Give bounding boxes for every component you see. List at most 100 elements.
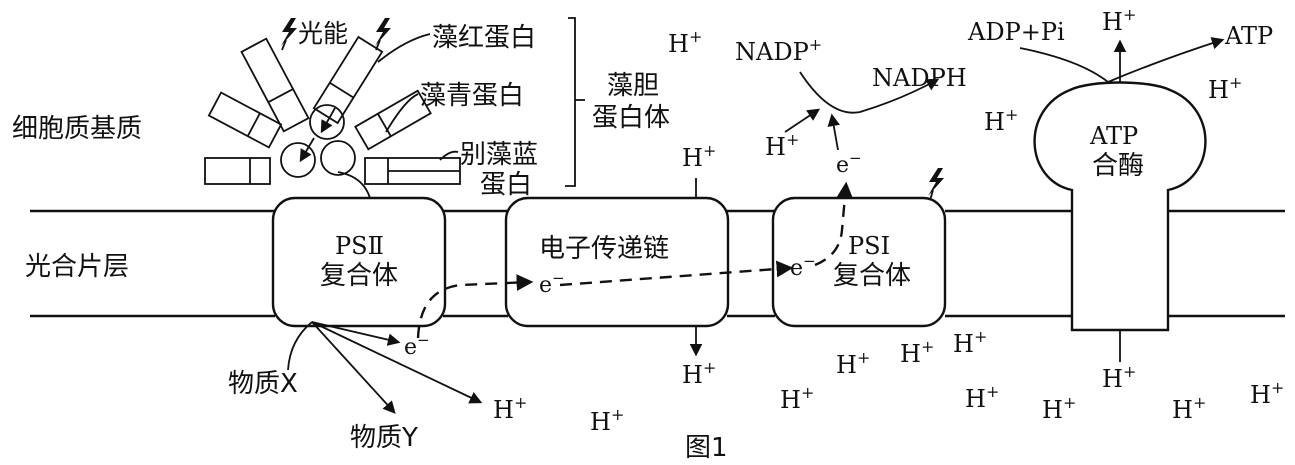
psii-label-2: 复合体 bbox=[320, 261, 398, 291]
psii-label-1: PSⅡ bbox=[335, 232, 384, 260]
electron-transport-chain: 电子传递链 bbox=[504, 196, 730, 328]
proton-plus: + bbox=[1005, 105, 1018, 124]
nadp-label: NADP bbox=[735, 38, 809, 66]
svg-text:H+: H+ bbox=[1102, 5, 1136, 36]
figure-caption: 图1 bbox=[685, 433, 728, 463]
proton-label: H bbox=[1102, 365, 1123, 393]
svg-text:H+: H+ bbox=[590, 405, 624, 436]
psi-label-1: PSⅠ bbox=[848, 232, 890, 260]
allophycocyanin-label-2: 蛋白 bbox=[480, 170, 532, 200]
phycoerythrin-label: 藻红蛋白 bbox=[432, 23, 536, 53]
nadph-label: NADPH bbox=[872, 64, 967, 92]
phycobilisome bbox=[204, 35, 461, 213]
phycobilisome-label-1: 藻胆 bbox=[607, 71, 659, 101]
stroma-label: 细胞质基质 bbox=[12, 114, 142, 144]
proton-plus: + bbox=[986, 382, 999, 401]
svg-text:H+: H+ bbox=[1172, 393, 1206, 424]
svg-text:H+: H+ bbox=[493, 393, 527, 424]
proton-label: H bbox=[493, 396, 514, 424]
proton-plus: + bbox=[786, 130, 799, 149]
svg-text:H+: H+ bbox=[682, 358, 716, 389]
svg-text:H+: H+ bbox=[1042, 393, 1076, 424]
proton-label: H bbox=[953, 330, 974, 358]
proton-label: H bbox=[836, 351, 857, 379]
proton-plus: + bbox=[689, 27, 702, 46]
svg-text:H+: H+ bbox=[984, 105, 1018, 136]
proton-label: H bbox=[900, 340, 921, 368]
electron-minus: − bbox=[417, 331, 430, 349]
svg-text:H+: H+ bbox=[900, 337, 934, 368]
psi-label-2: 复合体 bbox=[833, 261, 911, 291]
svg-text:H+: H+ bbox=[965, 382, 999, 413]
svg-text:H+: H+ bbox=[668, 27, 702, 58]
phycocyanin-label: 藻青蛋白 bbox=[420, 81, 524, 111]
proton-label: H bbox=[682, 144, 703, 172]
electron-label: e bbox=[836, 153, 849, 178]
lightning-icon bbox=[375, 18, 391, 51]
proton-label: H bbox=[1250, 381, 1271, 409]
psii-complex: PSⅡ 复合体 bbox=[271, 196, 447, 328]
proton-plus: + bbox=[857, 348, 870, 367]
proton-plus: + bbox=[703, 141, 716, 160]
substance-y-label: 物质Y bbox=[350, 423, 418, 453]
electron-minus: − bbox=[803, 252, 816, 270]
atp-synthase: ATP 合酶 bbox=[1019, 37, 1225, 362]
proton-plus: + bbox=[703, 358, 716, 377]
atp-synthase-label-1: ATP bbox=[1089, 122, 1138, 150]
proton-plus: + bbox=[1271, 378, 1284, 397]
proton-label: H bbox=[984, 108, 1005, 136]
svg-text:H+: H+ bbox=[765, 130, 799, 161]
proton-label: H bbox=[1042, 396, 1063, 424]
proton-label: H bbox=[1102, 8, 1123, 36]
lightning-icon bbox=[281, 18, 297, 51]
proton-plus: + bbox=[1123, 362, 1136, 381]
allophycocyanin-label-1: 别藻蓝 bbox=[460, 140, 538, 170]
atp-synthase-label-2: 合酶 bbox=[1092, 151, 1144, 181]
proton-label: H bbox=[1208, 76, 1229, 104]
proton-label: H bbox=[1172, 396, 1193, 424]
svg-text:H+: H+ bbox=[780, 383, 814, 414]
svg-text:NADP+: NADP+ bbox=[735, 35, 822, 66]
phycobilisome-label-2: 蛋白体 bbox=[592, 103, 670, 133]
proton-label: H bbox=[682, 361, 703, 389]
nadp-plus: + bbox=[809, 35, 822, 54]
proton-label: H bbox=[765, 133, 786, 161]
svg-text:e−: e− bbox=[404, 331, 430, 360]
proton-label: H bbox=[668, 30, 689, 58]
atp-label: ATP bbox=[1224, 22, 1273, 50]
svg-text:H+: H+ bbox=[953, 327, 987, 358]
svg-text:H+: H+ bbox=[836, 348, 870, 379]
svg-text:e−: e− bbox=[836, 149, 862, 178]
proton-label: H bbox=[780, 386, 801, 414]
svg-text:e−: e− bbox=[790, 252, 816, 281]
electron-minus: − bbox=[849, 149, 862, 167]
proton-plus: + bbox=[1193, 393, 1206, 412]
electron-label: e bbox=[539, 273, 552, 298]
proton-plus: + bbox=[514, 393, 527, 412]
proton-label: H bbox=[590, 408, 611, 436]
protons: H+ H+ H+ H+ H+ H+ H+ H+ H+ H+ H+ H+ H+ H… bbox=[493, 5, 1284, 436]
electron-minus: − bbox=[552, 269, 565, 287]
substance-x-label: 物质X bbox=[228, 369, 298, 399]
proton-plus: + bbox=[921, 337, 934, 356]
electron-label: e bbox=[790, 256, 803, 281]
svg-text:H+: H+ bbox=[1250, 378, 1284, 409]
proton-plus: + bbox=[1229, 73, 1242, 92]
proton-plus: + bbox=[1063, 393, 1076, 412]
electron-label: e bbox=[404, 335, 417, 360]
proton-plus: + bbox=[801, 383, 814, 402]
proton-plus: + bbox=[1123, 5, 1136, 24]
svg-text:e−: e− bbox=[539, 269, 565, 298]
svg-text:H+: H+ bbox=[1102, 362, 1136, 393]
thylakoid-membrane bbox=[30, 209, 1285, 318]
etc-label: 电子传递链 bbox=[539, 234, 669, 264]
adp-pi-label: ADP+Pi bbox=[967, 18, 1065, 46]
proton-label: H bbox=[965, 385, 986, 413]
light-energy-label: 光能 bbox=[298, 19, 348, 48]
psi-complex: PSⅠ 复合体 bbox=[771, 196, 947, 328]
svg-text:H+: H+ bbox=[1208, 73, 1242, 104]
thylakoid-label: 光合片层 bbox=[25, 252, 129, 282]
svg-text:H+: H+ bbox=[682, 141, 716, 172]
